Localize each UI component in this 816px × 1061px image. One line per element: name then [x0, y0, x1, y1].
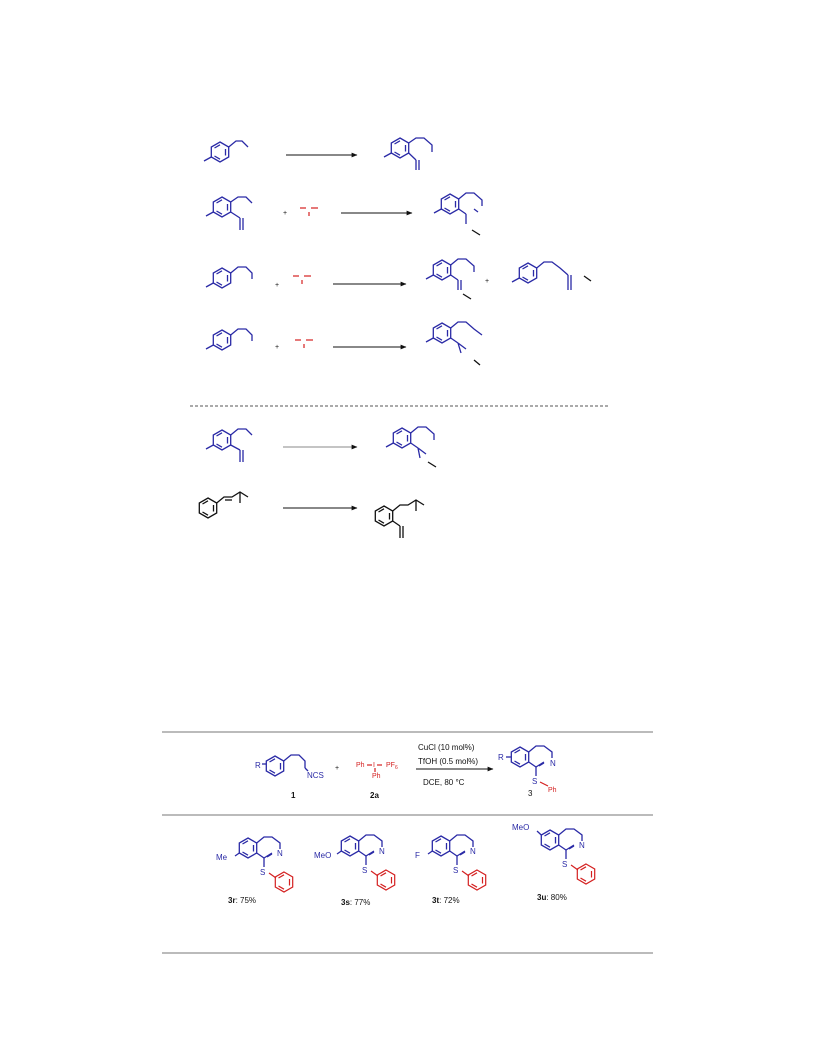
- substituent-label: MeO: [314, 851, 331, 860]
- product-3t: N S F 3t: 72%: [415, 834, 487, 905]
- nitrogen-label: N: [470, 847, 476, 856]
- row5-product-tail: [427, 461, 437, 468]
- substituent-label: Me: [216, 853, 228, 862]
- row4-reactant: [205, 328, 253, 351]
- phenyl-ring: [274, 871, 294, 893]
- compound-1-label: 1: [291, 791, 296, 800]
- row5-product: [385, 426, 435, 459]
- row4-reagent: [295, 339, 313, 348]
- substrate-ncs-label: NCS: [307, 771, 324, 780]
- row2-product-tail: [471, 229, 481, 236]
- reagent-ph-bottom: Ph: [372, 773, 381, 780]
- substrate-1: [262, 754, 309, 777]
- sulfur-label: S: [260, 868, 265, 877]
- substrate-r-label: R: [255, 761, 261, 770]
- nitrogen-label: N: [579, 841, 585, 850]
- reaction-conditions: DCE, 80 °C: [423, 778, 465, 787]
- product-r-label: R: [498, 753, 504, 762]
- product-3s: N S MeO 3s: 77%: [314, 834, 396, 907]
- product-3u: N S MeO 3u: 80%: [512, 823, 596, 902]
- row-3: + +: [205, 258, 592, 300]
- row3-reagent: [293, 275, 311, 284]
- substituent-label: F: [415, 851, 420, 860]
- row2-reactant: [205, 196, 253, 230]
- row-5: [205, 426, 437, 468]
- product-3: [506, 745, 553, 776]
- row4-plus: +: [275, 344, 279, 351]
- row3-plus-2: +: [485, 278, 489, 285]
- nitrogen-label: N: [277, 849, 283, 858]
- product-n-label: N: [550, 759, 556, 768]
- general-reaction: R NCS 1 + Ph I PF6 Ph 2a CuCl (10 mol%) …: [255, 743, 557, 800]
- nitrogen-label: N: [379, 847, 385, 856]
- row2-reagent: [300, 207, 318, 216]
- row-2: +: [205, 192, 483, 236]
- row3-product-a-tail: [462, 293, 472, 300]
- product-yield-label: 3s: 77%: [341, 898, 370, 907]
- row-1: [203, 137, 433, 170]
- product-yield-label: 3t: 72%: [432, 896, 460, 905]
- row2-product: [433, 192, 483, 224]
- row-4: +: [205, 321, 483, 366]
- product-yield-label: 3u: 80%: [537, 893, 567, 902]
- substituent-label: MeO: [512, 823, 529, 832]
- phenyl-ring: [376, 869, 396, 891]
- phenyl-ring: [467, 869, 487, 891]
- row3-plus: +: [275, 282, 279, 289]
- row3-product-b-tail: [583, 275, 592, 282]
- reagent-cucl: CuCl (10 mol%): [418, 743, 475, 752]
- row3-product-b: [511, 261, 572, 290]
- row6-reactant: [198, 491, 249, 519]
- sulfur-label: S: [562, 860, 567, 869]
- sulfur-label: S: [362, 866, 367, 875]
- row3-reactant: [205, 266, 253, 289]
- product-yield-label: 3r: 75%: [228, 896, 256, 905]
- compound-2a-label: 2a: [370, 791, 379, 800]
- row1-product: [383, 137, 433, 170]
- reagent-iodine: I: [373, 762, 375, 769]
- row-6: [198, 491, 425, 538]
- compound-3-label: 3: [528, 789, 533, 798]
- sulfur-label: S: [453, 866, 458, 875]
- products-row: N S Me 3r: 75% N S MeO 3s: 77% N S F 3t: 72% N S MeO 3u…: [216, 823, 596, 907]
- row5-reactant: [205, 428, 253, 462]
- row4-product-tail: [473, 359, 481, 366]
- product-s-label: S: [532, 777, 537, 786]
- row6-product: [374, 499, 425, 538]
- general-plus: +: [335, 765, 339, 772]
- phenyl-ring: [576, 863, 596, 885]
- reagent-tfoh: TfOH (0.5 mol%): [418, 757, 478, 766]
- row2-plus: +: [283, 210, 287, 217]
- row4-product: [425, 321, 483, 354]
- row3-product-a: [425, 258, 475, 290]
- product-ph-label: Ph: [548, 787, 557, 794]
- row1-reactant: [203, 140, 249, 163]
- reagent-counterion: PF6: [386, 762, 398, 771]
- product-3r: N S Me 3r: 75%: [216, 836, 294, 905]
- reagent-2a: Ph I PF6 Ph 2a: [356, 762, 398, 800]
- reagent-ph-left: Ph: [356, 762, 365, 769]
